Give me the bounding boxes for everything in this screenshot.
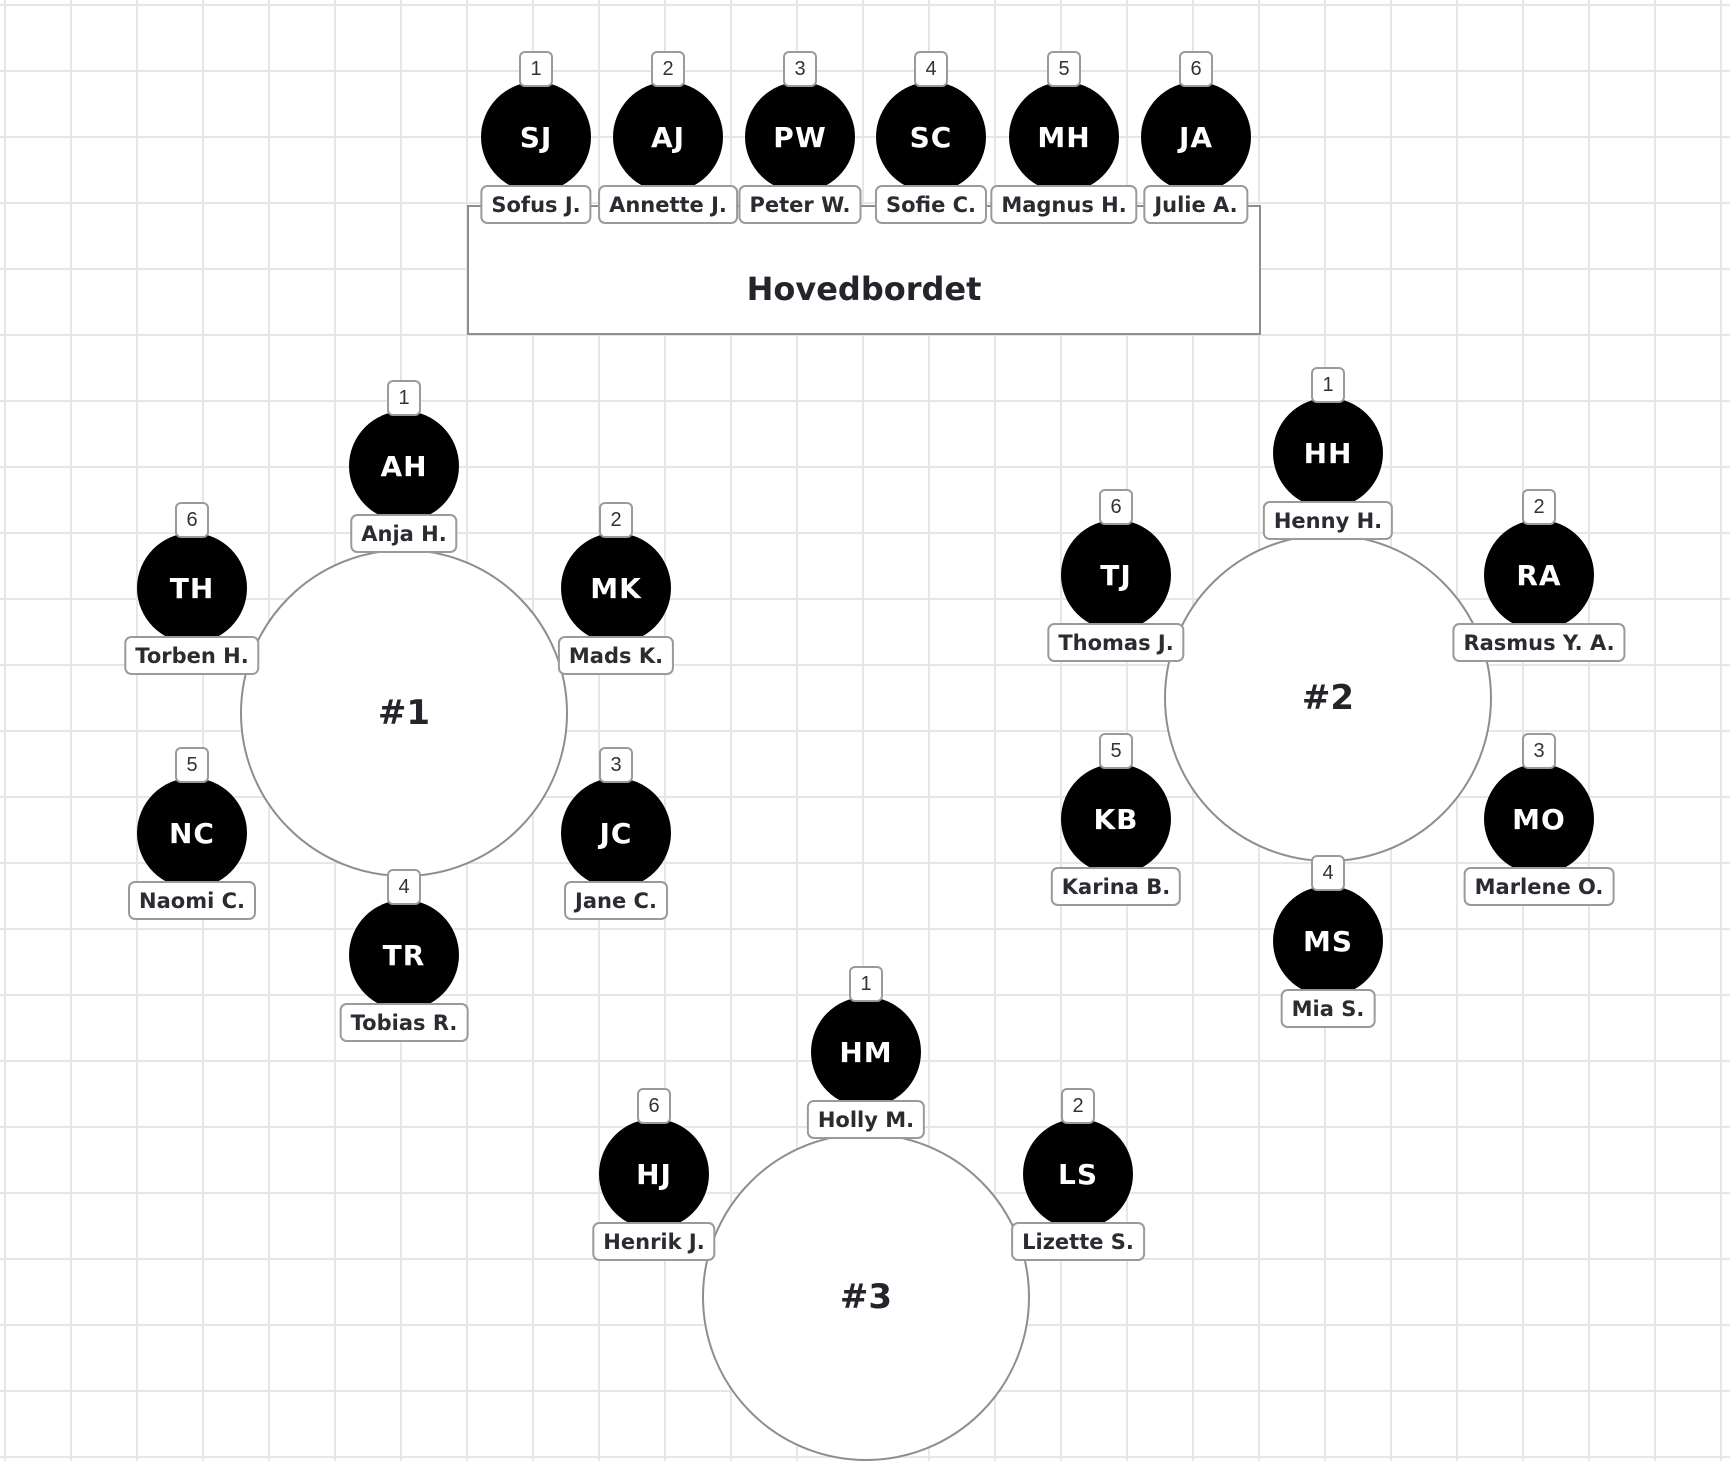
guest-avatar[interactable]: LS — [1023, 1119, 1133, 1229]
guest-name-label: Julie A. — [1143, 185, 1249, 224]
round-table-2[interactable]: #2 — [1164, 534, 1492, 862]
guest-name-label: Annette J. — [598, 185, 738, 224]
guest-name-label: Henny H. — [1262, 501, 1394, 540]
guest-name-label: Karina B. — [1050, 867, 1182, 906]
seat-number-badge: 6 — [1179, 51, 1213, 87]
guest-avatar[interactable]: MK — [561, 533, 671, 643]
guest-name-label: Lizette S. — [1011, 1222, 1145, 1261]
seat-number-badge: 3 — [1522, 733, 1556, 769]
head-table-label: Hovedbordet — [746, 270, 982, 308]
guest-avatar[interactable]: SC — [876, 82, 986, 192]
guest-avatar[interactable]: JA — [1141, 82, 1251, 192]
guest-name-label: Jane C. — [564, 881, 668, 920]
guest-avatar[interactable]: TR — [349, 900, 459, 1010]
seat-number-badge: 5 — [175, 747, 209, 783]
guest-name-label: Sofus J. — [480, 185, 592, 224]
seat-number-badge: 6 — [637, 1088, 671, 1124]
guest-avatar[interactable]: RA — [1484, 520, 1594, 630]
seat-number-badge: 4 — [914, 51, 948, 87]
guest-avatar[interactable]: TH — [137, 533, 247, 643]
seat-number-badge: 2 — [1522, 489, 1556, 525]
guest-avatar[interactable]: AJ — [613, 82, 723, 192]
guest-name-label: Mads K. — [557, 636, 675, 675]
guest-avatar[interactable]: HM — [811, 997, 921, 1107]
seat-number-badge: 3 — [599, 747, 633, 783]
seat-number-badge: 4 — [1311, 855, 1345, 891]
guest-avatar[interactable]: TJ — [1061, 520, 1171, 630]
table-label: #3 — [839, 1277, 893, 1317]
seat-number-badge: 3 — [783, 51, 817, 87]
seat-number-badge: 2 — [651, 51, 685, 87]
guest-name-label: Sofie C. — [874, 185, 988, 224]
table-label: #1 — [377, 693, 431, 733]
guest-avatar[interactable]: PW — [745, 82, 855, 192]
guest-avatar[interactable]: NC — [137, 778, 247, 888]
seat-number-badge: 4 — [387, 869, 421, 905]
seat-number-badge: 2 — [1061, 1088, 1095, 1124]
seat-number-badge: 5 — [1099, 733, 1133, 769]
guest-avatar[interactable]: MH — [1009, 82, 1119, 192]
guest-avatar[interactable]: MO — [1484, 764, 1594, 874]
guest-avatar[interactable]: HJ — [599, 1119, 709, 1229]
head-table[interactable]: Hovedbordet — [467, 205, 1261, 335]
guest-name-label: Anja H. — [350, 514, 458, 553]
seat-number-badge: 1 — [519, 51, 553, 87]
guest-name-label: Naomi C. — [128, 881, 256, 920]
guest-avatar[interactable]: AH — [349, 411, 459, 521]
seat-number-badge: 5 — [1047, 51, 1081, 87]
guest-name-label: Magnus H. — [990, 185, 1138, 224]
guest-name-label: Henrik J. — [592, 1222, 716, 1261]
seat-number-badge: 2 — [599, 502, 633, 538]
seat-number-badge: 1 — [849, 966, 883, 1002]
guest-name-label: Marlene O. — [1463, 867, 1615, 906]
guest-avatar[interactable]: JC — [561, 778, 671, 888]
guest-name-label: Peter W. — [738, 185, 862, 224]
guest-avatar[interactable]: MS — [1273, 886, 1383, 996]
seat-number-badge: 6 — [1099, 489, 1133, 525]
seat-number-badge: 1 — [1311, 367, 1345, 403]
round-table-3[interactable]: #3 — [702, 1133, 1030, 1461]
guest-avatar[interactable]: KB — [1061, 764, 1171, 874]
guest-name-label: Mia S. — [1280, 989, 1376, 1028]
guest-avatar[interactable]: SJ — [481, 82, 591, 192]
guest-name-label: Thomas J. — [1047, 623, 1185, 662]
guest-name-label: Rasmus Y. A. — [1452, 623, 1626, 662]
guest-name-label: Torben H. — [124, 636, 260, 675]
guest-avatar[interactable]: HH — [1273, 398, 1383, 508]
seat-number-badge: 1 — [387, 380, 421, 416]
guest-name-label: Holly M. — [806, 1100, 926, 1139]
round-table-1[interactable]: #1 — [240, 549, 568, 877]
guest-name-label: Tobias R. — [339, 1003, 469, 1042]
table-label: #2 — [1301, 678, 1355, 718]
seat-number-badge: 6 — [175, 502, 209, 538]
